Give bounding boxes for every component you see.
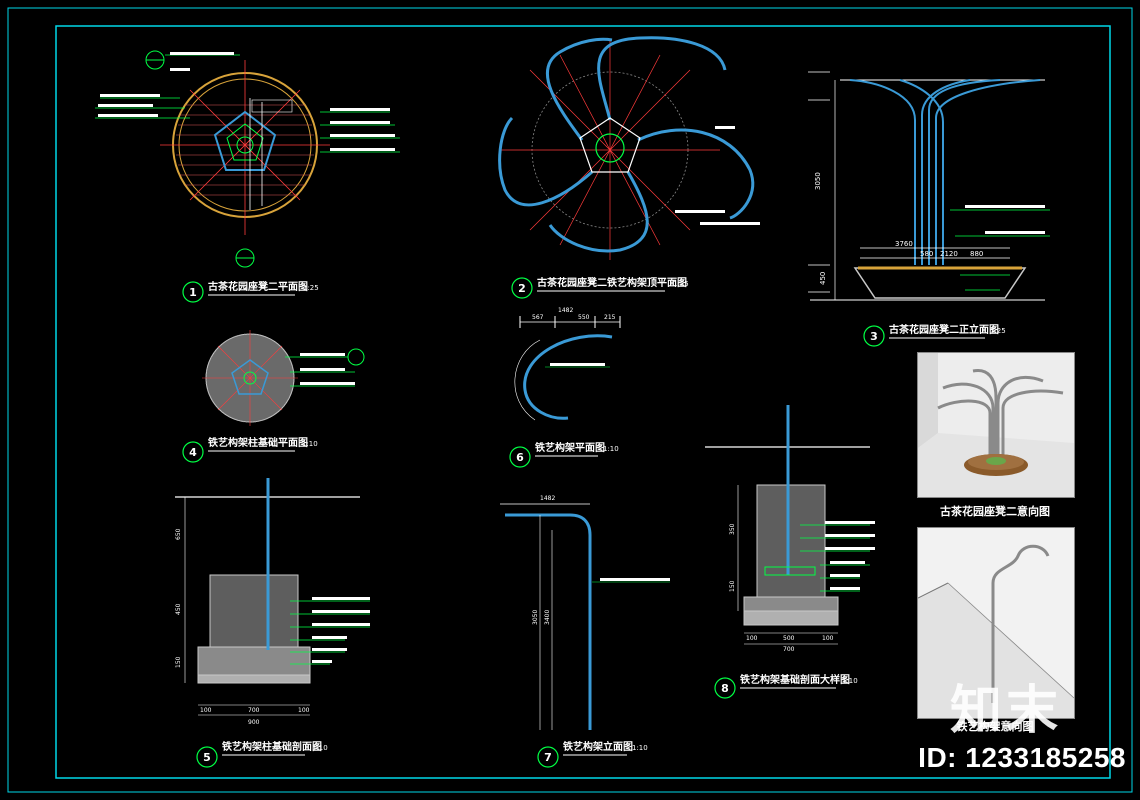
watermark-logo: 知末 bbox=[950, 681, 1063, 741]
svg-text:1:25: 1:25 bbox=[673, 280, 689, 288]
svg-text:铁艺构架立面图: 铁艺构架立面图 bbox=[563, 740, 633, 753]
svg-text:古茶花园座凳二正立面图: 古茶花园座凳二正立面图 bbox=[889, 323, 999, 336]
title-2: 2 古茶花园座凳二铁艺构架顶平面图 1:25 bbox=[511, 276, 689, 299]
drawing-6-arm-plan: 567 1482 550 215 bbox=[514, 307, 621, 421]
d5-dim-b2: 700 bbox=[248, 707, 260, 714]
d6-dim-4: 215 bbox=[604, 314, 616, 321]
svg-text:1:10: 1:10 bbox=[603, 445, 619, 453]
svg-text:古茶花园座凳二铁艺构架顶平面图: 古茶花园座凳二铁艺构架顶平面图 bbox=[537, 276, 687, 289]
title-1: 1 古茶花园座凳二平面图 1:25 bbox=[182, 280, 319, 303]
image-id-label: ID: 1233185258 bbox=[918, 742, 1126, 773]
title-7: 7 铁艺构架立面图 1:10 bbox=[537, 740, 648, 768]
drawing-1-plan bbox=[95, 50, 400, 268]
d5-dim-left-3: 150 bbox=[175, 656, 182, 668]
svg-text:铁艺构架柱基础平面图: 铁艺构架柱基础平面图 bbox=[208, 436, 308, 449]
d5-dim-left-1: 650 bbox=[175, 528, 182, 540]
d3-plan-dim-1: 3760 bbox=[895, 240, 913, 248]
drawing-8-detail-section: 350 150 100 500 100 700 bbox=[705, 405, 875, 653]
render-image-1 bbox=[917, 352, 1075, 498]
d6-dim-2: 1482 bbox=[558, 307, 573, 314]
svg-text:5: 5 bbox=[203, 751, 211, 764]
svg-text:6: 6 bbox=[516, 451, 524, 464]
svg-text:1:25: 1:25 bbox=[990, 327, 1006, 335]
d6-dim-1: 567 bbox=[532, 314, 544, 321]
outer-frame bbox=[7, 7, 1133, 793]
d6-dim-3: 550 bbox=[578, 314, 590, 321]
render-label-2: 铁艺构架意向图 bbox=[956, 720, 1034, 733]
d3-dim-1: 3050 bbox=[814, 172, 822, 190]
render-image-2 bbox=[917, 527, 1075, 719]
svg-text:1: 1 bbox=[189, 286, 197, 299]
svg-text:1:25: 1:25 bbox=[303, 284, 319, 292]
svg-text:古茶花园座凳二平面图: 古茶花园座凳二平面图 bbox=[208, 280, 308, 293]
svg-text:铁艺构架基础剖面大样图: 铁艺构架基础剖面大样图 bbox=[740, 673, 850, 686]
title-8: 8 铁艺构架基础剖面大样图 1:10 bbox=[714, 673, 858, 699]
d3-plan-dim-2: 580 bbox=[920, 250, 933, 258]
svg-text:4: 4 bbox=[189, 446, 197, 459]
d8-dim-b1: 100 bbox=[746, 635, 758, 642]
d8-dim-left-1: 350 bbox=[729, 523, 736, 535]
d3-dim-2: 450 bbox=[819, 272, 827, 285]
svg-text:1:10: 1:10 bbox=[302, 440, 318, 448]
svg-text:2: 2 bbox=[518, 282, 526, 295]
svg-text:1:10: 1:10 bbox=[842, 677, 858, 685]
d5-dim-b1: 100 bbox=[200, 707, 212, 714]
d8-dim-total: 700 bbox=[783, 646, 795, 653]
title-3: 3 古茶花园座凳二正立面图 1:25 bbox=[863, 323, 1006, 347]
title-6: 6 铁艺构架平面图 1:10 bbox=[509, 441, 619, 468]
d5-dim-total: 900 bbox=[248, 719, 260, 726]
title-4: 4 铁艺构架柱基础平面图 1:10 bbox=[182, 436, 318, 463]
d3-plan-dim-4: 880 bbox=[970, 250, 983, 258]
drawing-titles: 1 古茶花园座凳二平面图 1:25 2 古茶花园座凳二铁艺构架顶平面图 1:25… bbox=[182, 276, 1006, 768]
d8-dim-left-2: 150 bbox=[729, 580, 736, 592]
svg-text:1:10: 1:10 bbox=[312, 744, 328, 752]
d5-dim-b3: 100 bbox=[298, 707, 310, 714]
drawing-7-arm-elevation: 1482 3050 3400 bbox=[500, 495, 670, 730]
d7-dim-side-1: 3050 bbox=[532, 610, 539, 625]
svg-text:铁艺构架柱基础剖面图: 铁艺构架柱基础剖面图 bbox=[222, 740, 322, 753]
svg-text:1:10: 1:10 bbox=[632, 744, 648, 752]
svg-text:3: 3 bbox=[870, 330, 878, 343]
drawing-2-canopy-plan bbox=[498, 36, 760, 260]
d3-plan-dim-3: 2120 bbox=[940, 250, 958, 258]
drawing-3-elevation: 3050 450 3760 580 2120 880 bbox=[808, 71, 1050, 301]
inner-frame bbox=[55, 25, 1111, 779]
d7-dim-top: 1482 bbox=[540, 495, 555, 502]
title-5: 5 铁艺构架柱基础剖面图 1:10 bbox=[196, 740, 328, 768]
d8-dim-b2: 500 bbox=[783, 635, 795, 642]
render-label-1: 古茶花园座凳二意向图 bbox=[940, 505, 1050, 518]
d7-dim-side-2: 3400 bbox=[544, 610, 551, 625]
svg-text:铁艺构架平面图: 铁艺构架平面图 bbox=[535, 441, 605, 454]
drawing-5-section: 650 450 150 100 700 100 900 bbox=[175, 478, 370, 726]
drawing-4-foundation-plan bbox=[202, 330, 365, 426]
svg-text:7: 7 bbox=[544, 751, 552, 764]
d5-dim-left-2: 450 bbox=[175, 603, 182, 615]
svg-text:8: 8 bbox=[721, 682, 729, 695]
d8-dim-b3: 100 bbox=[822, 635, 834, 642]
